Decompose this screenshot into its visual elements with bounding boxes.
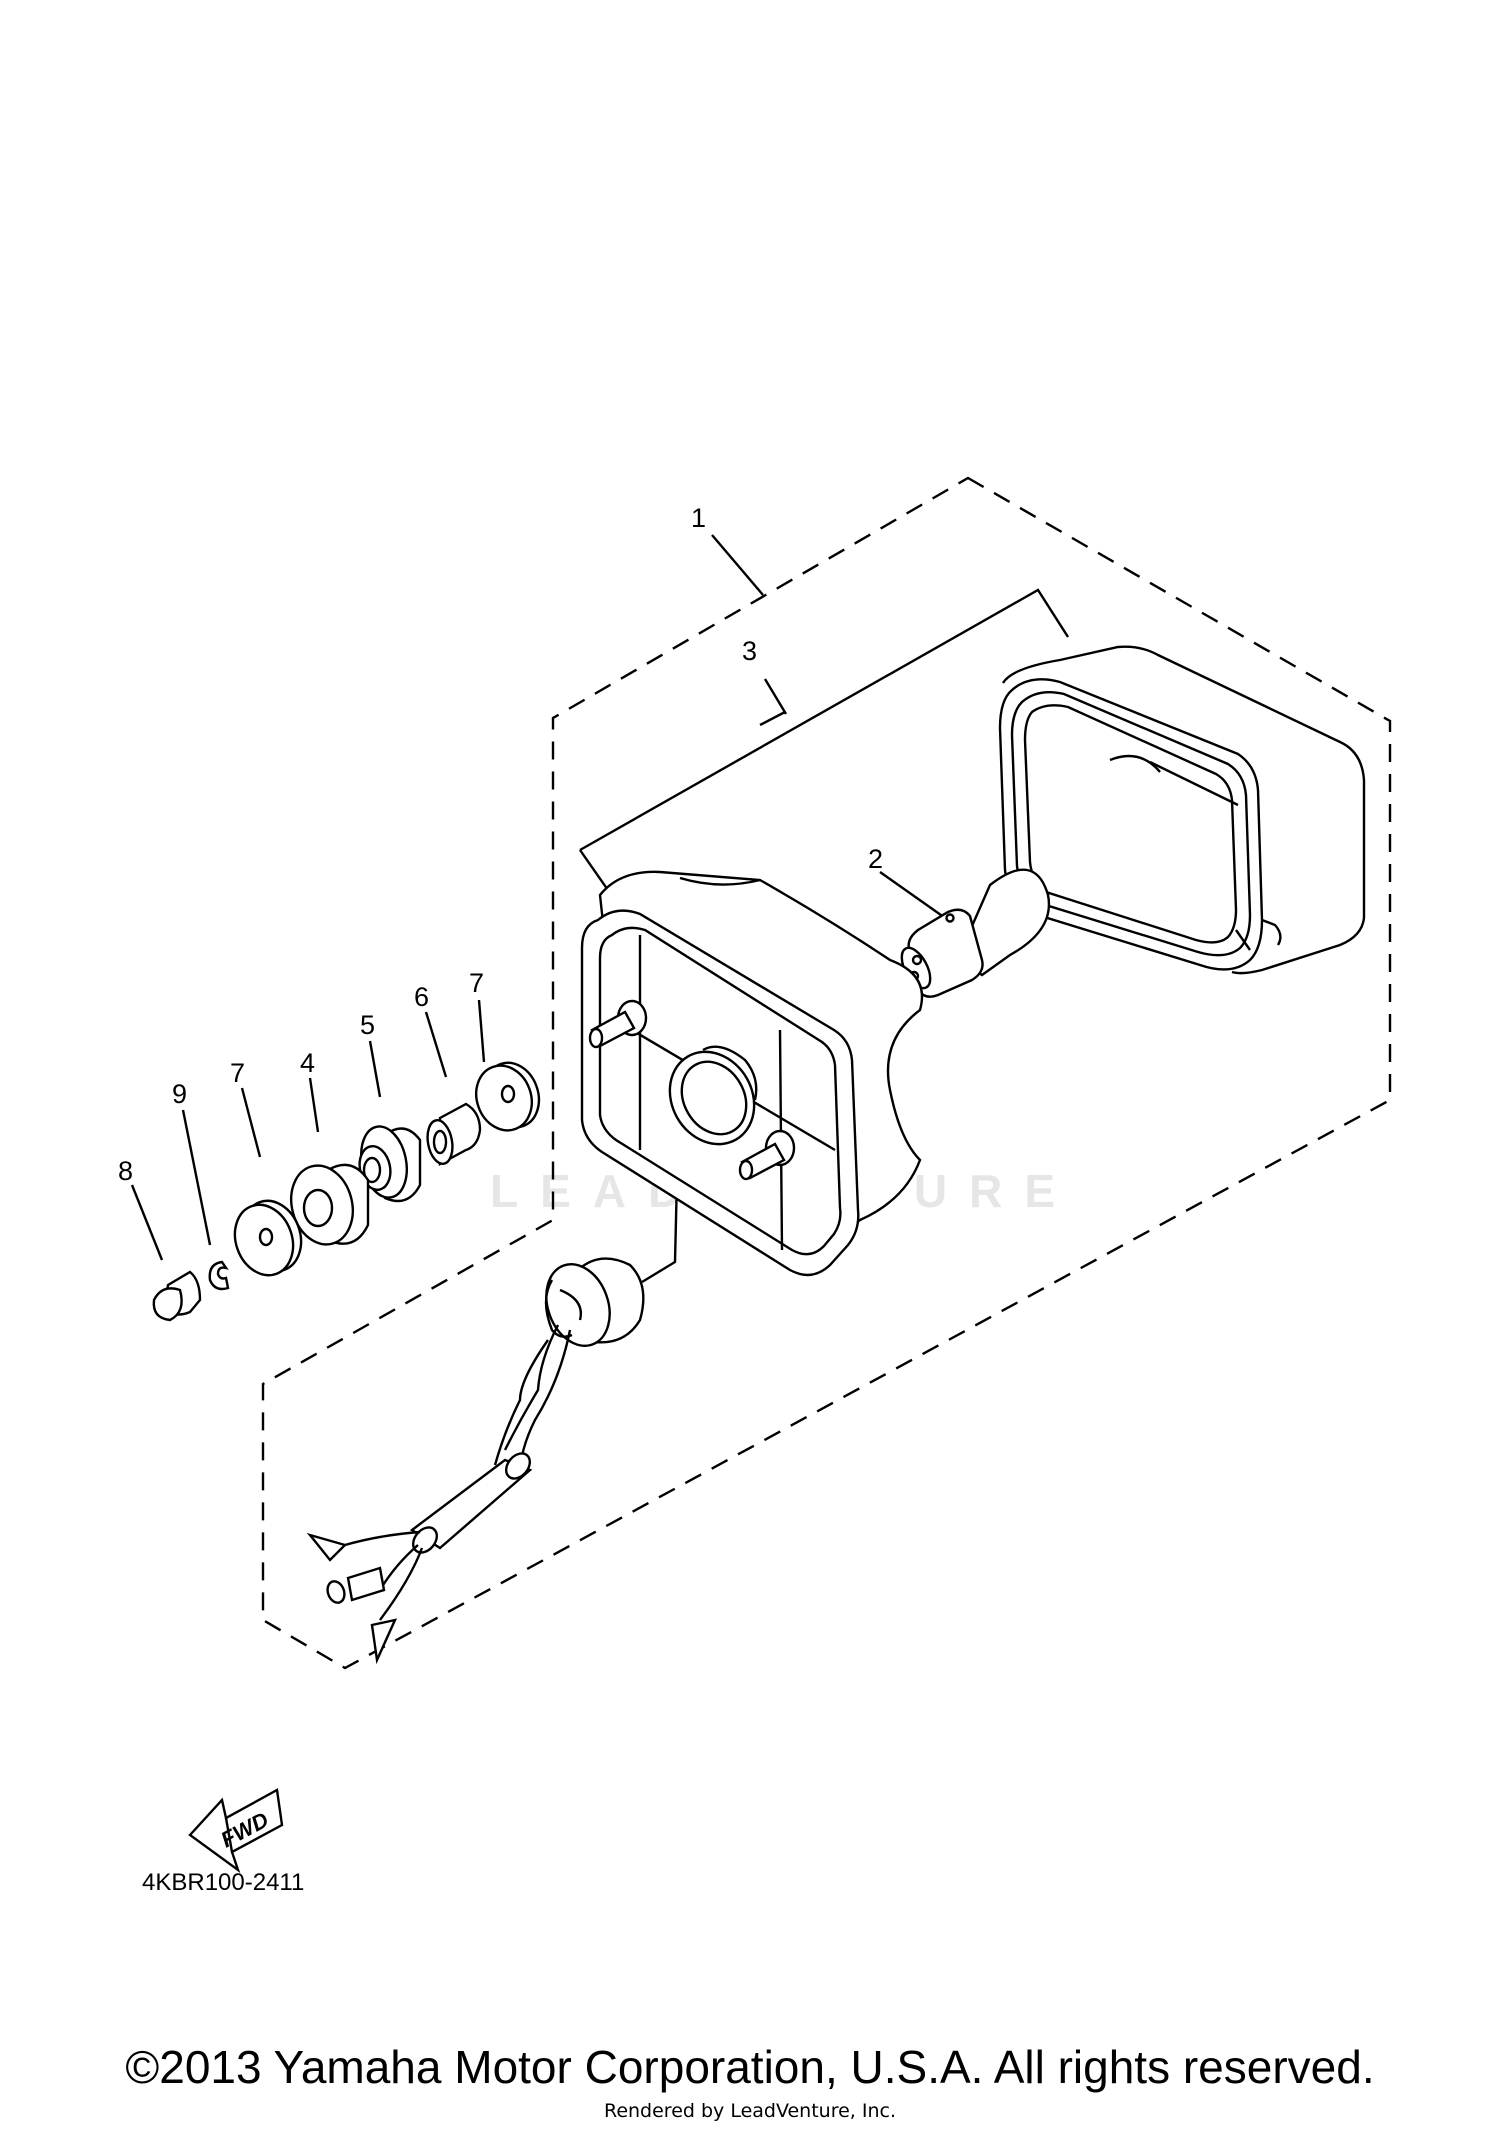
leader-6: [424, 1011, 448, 1078]
leader-7a: [240, 1087, 262, 1158]
leader-1: [711, 534, 764, 596]
leader-7b: [477, 999, 486, 1063]
leader-9: [181, 1109, 212, 1246]
callout-7b: 7: [469, 968, 484, 998]
copyright-notice: ©2013 Yamaha Motor Corporation, U.S.A. A…: [125, 2041, 1375, 2093]
assembly-boundary: [261, 476, 1392, 1670]
collar-6: [426, 1102, 482, 1167]
callout-7a: 7: [230, 1058, 245, 1088]
leader-5: [368, 1040, 382, 1098]
leader-8: [130, 1184, 164, 1261]
callout-8: 8: [118, 1156, 133, 1186]
socket-harness: [306, 1257, 645, 1665]
callout-5: 5: [360, 1010, 375, 1040]
fwd-arrow-icon: FWD: [188, 1788, 284, 1874]
callout-6: 6: [414, 982, 429, 1012]
lock-washer-9: [208, 1260, 230, 1291]
washer-7a: [233, 1199, 303, 1277]
callout-4: 4: [300, 1048, 315, 1078]
callout-3: 3: [742, 636, 757, 666]
drawing-code: 4KBR100-2411: [142, 1869, 304, 1896]
tail-light-base: [580, 870, 924, 1277]
rendered-by-notice: Rendered by LeadVenture, Inc.: [603, 2100, 897, 2122]
damper-4: [290, 1163, 370, 1246]
callout-9: 9: [172, 1079, 187, 1109]
callout-1: 1: [691, 503, 706, 533]
leader-3: [579, 588, 1070, 894]
leader-2: [879, 871, 949, 921]
bulb: [900, 868, 1051, 998]
callout-2: 2: [868, 844, 883, 874]
leader-3-start: [763, 678, 788, 715]
cap-nut-8: [152, 1270, 202, 1322]
leader-4: [308, 1077, 320, 1133]
washer-7b: [475, 1061, 541, 1132]
grommet-5: [358, 1125, 422, 1203]
lens-housing: [998, 645, 1366, 975]
